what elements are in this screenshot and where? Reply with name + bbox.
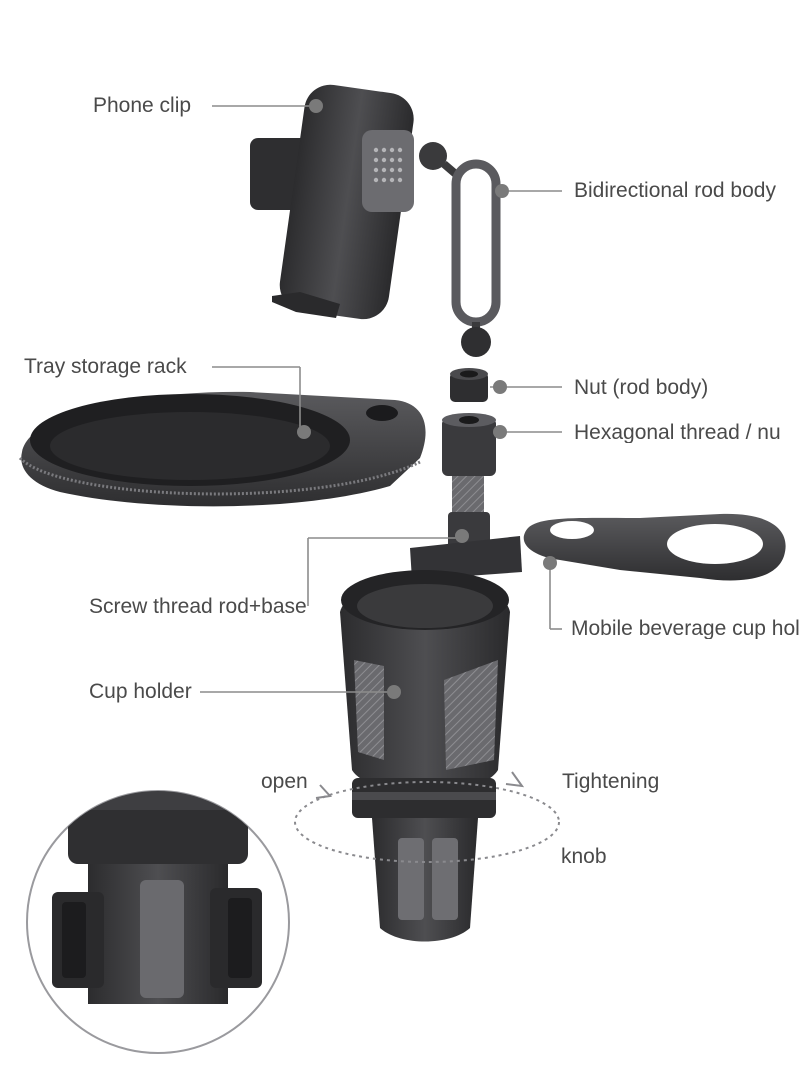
dot-mobile-cup	[543, 556, 557, 570]
detail-inset	[26, 790, 290, 1054]
cup-holder-body	[340, 570, 510, 942]
screw-thread-rod	[410, 413, 522, 580]
nut-rod-body	[450, 368, 488, 402]
label-knob: knob	[561, 845, 607, 868]
dot-rod-body	[495, 184, 509, 198]
label-phone-clip: Phone clip	[93, 94, 192, 117]
rod-body	[419, 142, 501, 357]
label-tightening: Tightening	[562, 770, 660, 793]
dot-hex-thread	[493, 425, 507, 439]
dot-tray	[297, 425, 311, 439]
dot-cup-holder	[387, 685, 401, 699]
label-mobile-cup: Mobile beverage cup hol	[571, 618, 800, 639]
label-cup-holder: Cup holder	[89, 680, 192, 703]
dot-phone-clip	[309, 99, 323, 113]
mobile-beverage-cup-holder	[523, 513, 786, 581]
rotation-arrows	[294, 771, 560, 863]
dot-screw-rod	[455, 529, 469, 543]
dot-nut	[493, 380, 507, 394]
label-screw-rod: Screw thread rod+base	[89, 595, 307, 618]
label-nut: Nut (rod body)	[574, 376, 709, 399]
label-open: open	[261, 770, 308, 793]
leader-dots	[297, 99, 557, 699]
phone-clip	[250, 84, 414, 320]
label-tray: Tray storage rack	[24, 355, 187, 378]
label-rod-body: Bidirectional rod body	[574, 179, 776, 202]
tray-storage-rack	[18, 391, 426, 507]
label-hex-thread: Hexagonal thread / nu	[574, 422, 781, 443]
